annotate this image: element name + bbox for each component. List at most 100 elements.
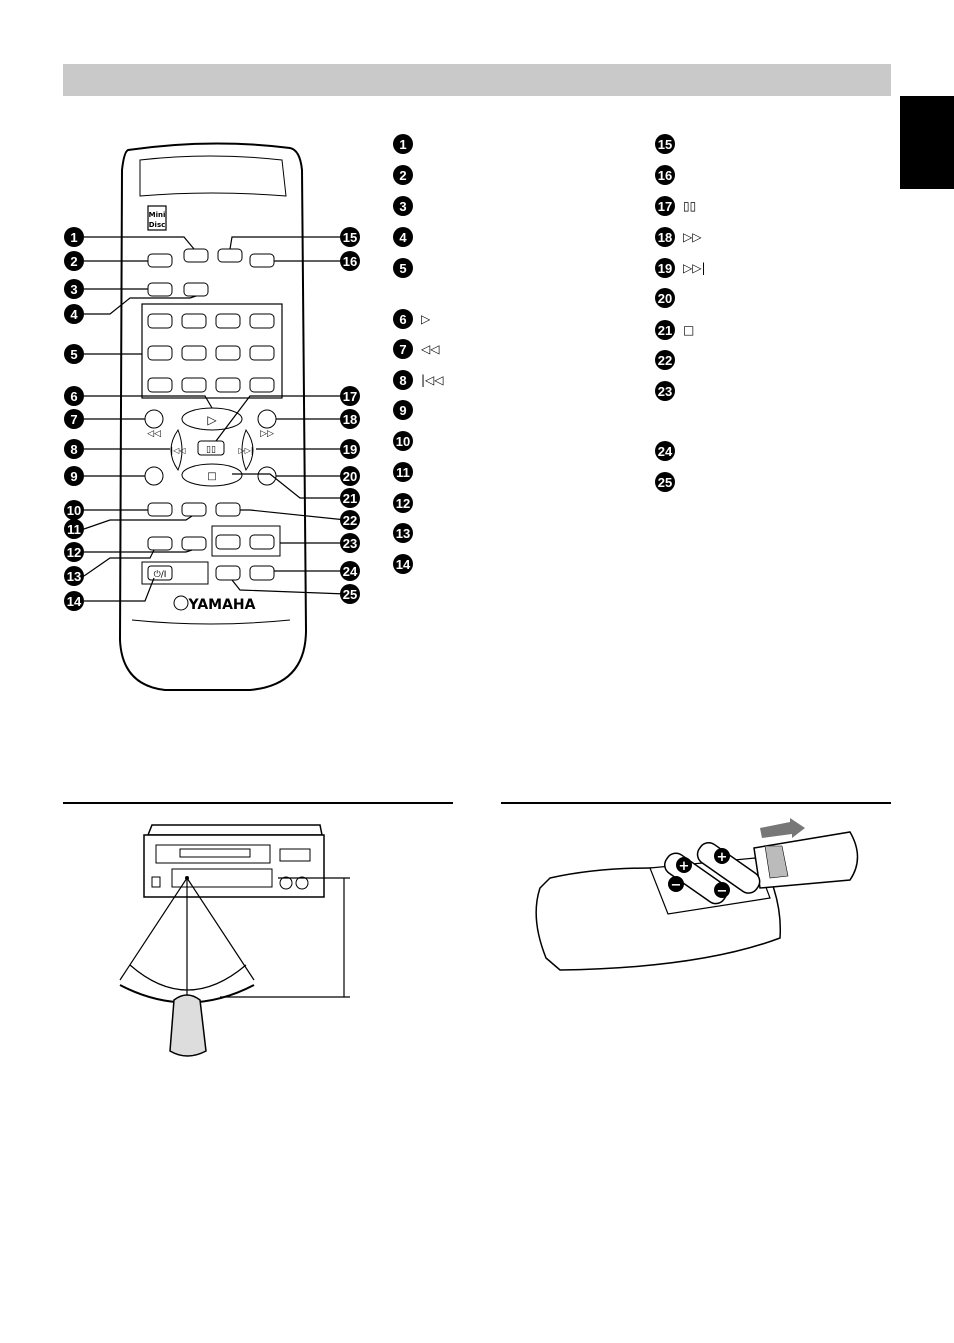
remote-control-diagram: Mini Disc ▷ ◁◁ ▷▷ |◁◁ ▷▷| ▯▯ □ ⏻/I YA — [83, 142, 347, 691]
minidisc-logo-line2: Disc — [149, 221, 166, 229]
legend-item-12: 12 — [393, 493, 421, 513]
remote-button-12 — [147, 536, 173, 551]
remote-button-4 — [183, 282, 209, 297]
legend-item-3: 3 — [393, 196, 421, 216]
skip-forward-symbol: ▷▷| — [239, 446, 254, 455]
remote-skip-back-button — [170, 428, 183, 472]
remote-button-13 — [181, 536, 207, 551]
battery-minus-symbol-2: − — [717, 884, 728, 899]
callout-15: 15 — [340, 227, 360, 247]
remote-fast-forward-button — [257, 409, 277, 429]
remote-button-15 — [217, 248, 243, 263]
legend-item-23: 23 — [655, 381, 683, 401]
callout-22: 22 — [340, 510, 360, 530]
left-section-rule — [63, 802, 453, 804]
legend-item-6: 6▷ — [393, 309, 430, 329]
legend-item-13: 13 — [393, 523, 421, 543]
remote-button-22 — [215, 502, 241, 517]
callout-11: 11 — [64, 519, 84, 539]
callout-leader-lines — [83, 236, 347, 602]
remote-button-24 — [249, 565, 275, 581]
callout-8: 8 — [64, 439, 84, 459]
callout-13: 13 — [64, 566, 84, 586]
remote-button-16 — [249, 253, 275, 268]
callout-3: 3 — [64, 279, 84, 299]
section-header-bar — [63, 64, 891, 96]
legend-item-1: 1 — [393, 134, 421, 154]
legend-item-16: 16 — [655, 165, 683, 185]
callout-17: 17 — [340, 386, 360, 406]
callout-10: 10 — [64, 500, 84, 520]
battery-plus-symbol-1: + — [679, 859, 690, 874]
player-top — [146, 824, 323, 836]
language-side-tab — [900, 96, 954, 189]
callout-18: 18 — [340, 409, 360, 429]
legend-item-2: 2 — [393, 165, 421, 185]
remote-skip-forward-button — [241, 428, 254, 472]
remote-brand-label: YAMAHA — [188, 597, 256, 613]
legend-item-25: 25 — [655, 472, 683, 492]
remote-button-3 — [147, 282, 173, 297]
legend-item-10: 10 — [393, 431, 421, 451]
remote-button-25 — [215, 565, 241, 581]
numeric-keypad-frame — [141, 303, 283, 399]
remote-button-9 — [144, 466, 164, 486]
legend-item-11: 11 — [393, 462, 421, 482]
legend-item-15: 15 — [655, 134, 683, 154]
play-symbol: ▷ — [207, 413, 217, 427]
display-window — [171, 868, 273, 888]
callout-6: 6 — [64, 386, 84, 406]
rewind-symbol: ◁◁ — [147, 429, 161, 439]
battery-minus-icon — [668, 876, 684, 892]
battery-2 — [696, 842, 761, 894]
stop-symbol: □ — [207, 471, 216, 482]
remote-stop-button — [181, 463, 243, 487]
callout-16: 16 — [340, 251, 360, 271]
power-symbol: ⏻/I — [154, 569, 167, 580]
legend-item-8: 8|◁◁ — [393, 370, 444, 390]
legend-item-18: 18▷▷ — [655, 227, 701, 247]
legend-item-14: 14 — [393, 554, 421, 574]
remote-handset-icon — [169, 994, 207, 1057]
legend-item-4: 4 — [393, 227, 421, 247]
legend-item-20: 20 — [655, 288, 683, 308]
callout-1: 1 — [64, 227, 84, 247]
legend-item-21: 21□ — [655, 320, 694, 340]
remote-power-button — [147, 565, 173, 581]
remote-button-1 — [183, 248, 209, 263]
callout-14: 14 — [64, 591, 84, 611]
callout-4: 4 — [64, 304, 84, 324]
slide-direction-arrow-icon — [760, 818, 805, 838]
skip-back-symbol: |◁◁ — [171, 446, 186, 455]
battery-plus-icon — [714, 848, 730, 864]
callout-2: 2 — [64, 251, 84, 271]
pause-symbol: ▯▯ — [206, 445, 216, 455]
callout-23: 23 — [340, 533, 360, 553]
callout-9: 9 — [64, 466, 84, 486]
numeric-keypad — [147, 313, 275, 393]
legend-item-17: 17▯▯ — [655, 196, 696, 216]
battery-minus-symbol-1: − — [671, 878, 682, 893]
legend-item-24: 24 — [655, 441, 683, 461]
legend-item-5: 5 — [393, 258, 421, 278]
legend-item-19: 19▷▷| — [655, 258, 706, 278]
minidisc-logo — [147, 205, 167, 231]
remote-rewind-button — [144, 409, 164, 429]
battery-minus-icon — [714, 882, 730, 898]
callout-5: 5 — [64, 344, 84, 364]
remote-button-11 — [181, 502, 207, 517]
callout-21: 21 — [340, 488, 360, 508]
legend-item-9: 9 — [393, 400, 421, 420]
disc-slot-frame — [155, 844, 271, 864]
player-front-panel — [143, 834, 325, 898]
callout-20: 20 — [340, 466, 360, 486]
button-group-23-frame — [211, 525, 281, 557]
fast-forward-symbol: ▷▷ — [260, 429, 274, 439]
callout-24: 24 — [340, 561, 360, 581]
yamaha-emblem-icon — [173, 595, 189, 611]
callout-19: 19 — [340, 439, 360, 459]
remote-pause-button — [197, 440, 225, 456]
right-section-rule — [501, 802, 891, 804]
legend-item-22: 22 — [655, 350, 683, 370]
callout-7: 7 — [64, 409, 84, 429]
